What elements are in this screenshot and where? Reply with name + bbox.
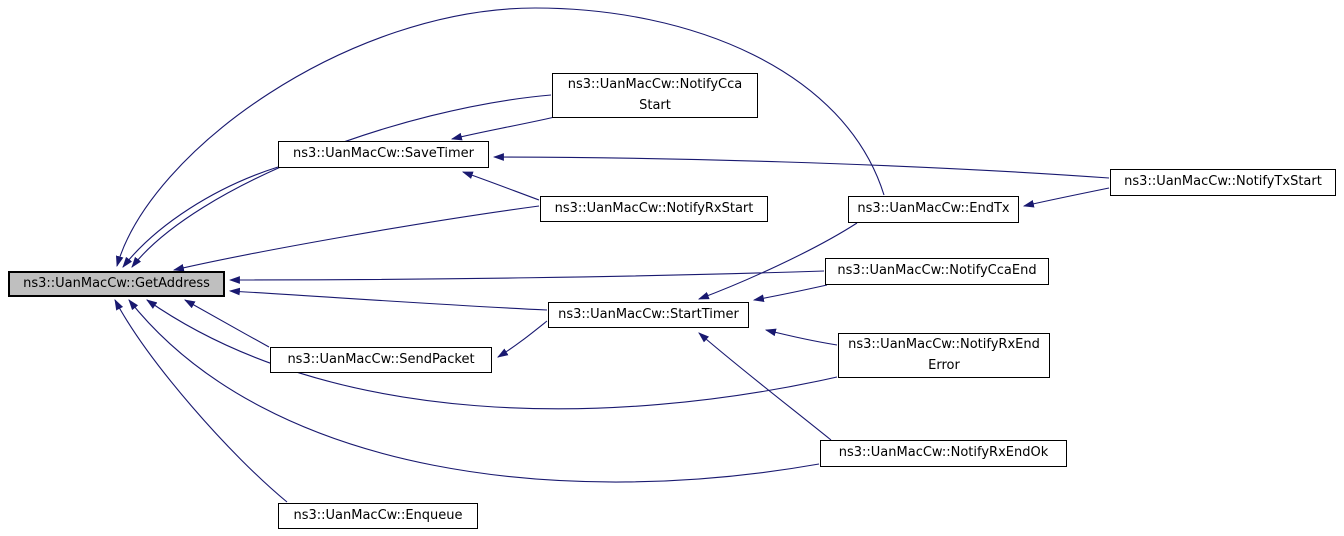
edge-savetimer-to-getaddress xyxy=(122,166,279,268)
node-starttimer[interactable]: ns3::UanMacCw::StartTimer xyxy=(548,302,749,328)
edge-notifytxstart-to-endtx xyxy=(1022,187,1110,208)
node-notifyccastart[interactable]: ns3::UanMacCw::NotifyCca Start xyxy=(552,73,758,118)
edge-starttimer-to-getaddress xyxy=(228,287,548,311)
edge-notifyrxstart-to-savetimer xyxy=(461,171,540,201)
node-getaddress: ns3::UanMacCw::GetAddress xyxy=(8,271,225,297)
edge-enqueue-to-getaddress xyxy=(114,299,288,503)
edge-endtx-to-starttimer xyxy=(697,222,858,300)
edge-notifyrxstart-to-getaddress xyxy=(172,205,540,272)
node-notifyrxstart[interactable]: ns3::UanMacCw::NotifyRxStart xyxy=(540,196,768,222)
edge-notifyccaend-to-getaddress xyxy=(228,270,825,284)
node-notifyrxenderror[interactable]: ns3::UanMacCw::NotifyRxEnd Error xyxy=(838,333,1050,378)
node-endtx[interactable]: ns3::UanMacCw::EndTx xyxy=(848,196,1019,223)
edge-notifyrxendok-to-getaddress xyxy=(128,299,820,483)
edge-notifyrxenderror-to-getaddress xyxy=(146,299,838,410)
node-enqueue[interactable]: ns3::UanMacCw::Enqueue xyxy=(278,503,478,529)
node-notifytxstart[interactable]: ns3::UanMacCw::NotifyTxStart xyxy=(1110,169,1336,196)
node-savetimer[interactable]: ns3::UanMacCw::SaveTimer xyxy=(278,141,489,168)
edge-notifyrxendok-to-starttimer xyxy=(698,332,832,441)
edge-notifytxstart-to-savetimer xyxy=(492,153,1110,179)
edge-sendpacket-to-getaddress xyxy=(184,299,270,348)
edge-starttimer-to-sendpacket xyxy=(497,320,548,358)
node-notifyrxendok[interactable]: ns3::UanMacCw::NotifyRxEndOk xyxy=(820,440,1067,467)
node-notifyccaend[interactable]: ns3::UanMacCw::NotifyCcaEnd xyxy=(825,258,1049,285)
node-sendpacket[interactable]: ns3::UanMacCw::SendPacket xyxy=(270,347,492,373)
edge-endtx-to-getaddress xyxy=(116,7,885,268)
edge-notifyccastart-to-savetimer xyxy=(450,116,556,141)
edge-notifyccaend-to-starttimer xyxy=(752,284,828,303)
edge-notifyrxenderror-to-starttimer xyxy=(764,328,838,346)
